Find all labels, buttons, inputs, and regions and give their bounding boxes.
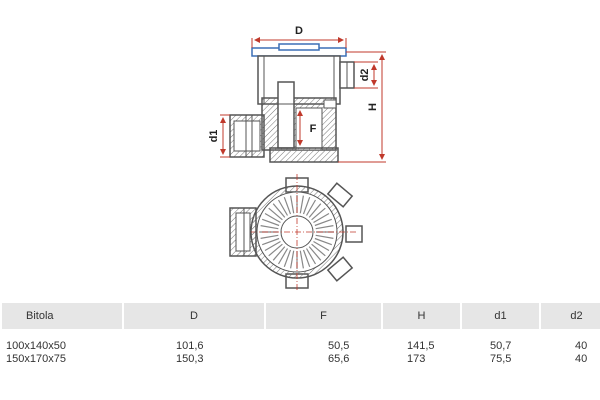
grate-slot [311,207,326,221]
grate-slot [277,199,289,216]
box-body [257,55,341,105]
grate-slot [268,243,283,257]
cell: 173 [407,353,426,365]
grate-slot [260,225,279,230]
table-header-row: Bitola D F H d1 d2 [2,303,600,329]
grate-slot [290,250,295,269]
grate-slot [268,207,283,221]
top-view [229,174,363,290]
header-d2: d2 [541,303,600,329]
grate-slots [260,195,334,269]
grate-slot [264,212,281,224]
base [269,147,339,163]
grate-slot [311,243,326,257]
cell: 100x140x50 [6,340,66,352]
cell: 101,6 [176,340,204,352]
grate-slot [305,248,317,265]
dim-label-D: D [295,25,303,37]
grate-slot [302,249,311,268]
grate-slot [305,199,317,216]
grate-slot [299,250,304,269]
cell: 65,6 [328,353,350,365]
cell: 141,5 [407,340,435,352]
grate-slot [290,195,295,214]
grate-slot [315,234,334,239]
cell: 150x170x75 [6,353,66,365]
specification-table: Bitola D F H d1 d2 100x140x50 101,6 50,5… [0,303,600,366]
grate-slot [272,203,286,218]
grate-slot [313,212,330,224]
grate-slot [299,195,304,214]
lid-handle [278,43,320,51]
cell: 75,5 [490,353,512,365]
dim-label-d1: d1 [208,130,220,143]
table-row: 150x170x75 150,3 65,6 173 75,5 40 [2,353,600,366]
grate-slot [314,237,333,246]
grate-slot [308,246,322,261]
cell: 40 [575,340,588,352]
header-H: H [383,303,460,329]
dim-label-F: F [310,123,317,135]
header-F: F [266,303,381,329]
grate-slot [261,218,280,227]
header-bitola: Bitola [2,303,122,329]
grate-slot [313,240,330,252]
grate-slot [283,249,292,268]
grate-slot [272,246,286,261]
dim-label-H: H [367,103,379,111]
grate-slot [260,234,279,239]
cell: 50,7 [490,340,512,352]
side-view: D H d2 d1 F [208,25,386,163]
header-D: D [124,303,264,329]
grate-slot [315,225,334,230]
header-d1: d1 [462,303,539,329]
technical-drawing: D H d2 d1 F [208,25,386,290]
cell: 50,5 [328,340,350,352]
dim-label-d2: d2 [359,69,371,82]
grate-slot [314,218,333,227]
grate-slot [302,196,311,215]
cell: 40 [575,353,588,365]
grate-slot [283,196,292,215]
grate-slot [264,240,281,252]
grate-slot [277,248,289,265]
grate-slot [308,203,322,218]
table-row: 100x140x50 101,6 50,5 141,5 50,7 40 [2,329,600,353]
grate-slot [261,237,280,246]
cell: 150,3 [176,353,204,365]
